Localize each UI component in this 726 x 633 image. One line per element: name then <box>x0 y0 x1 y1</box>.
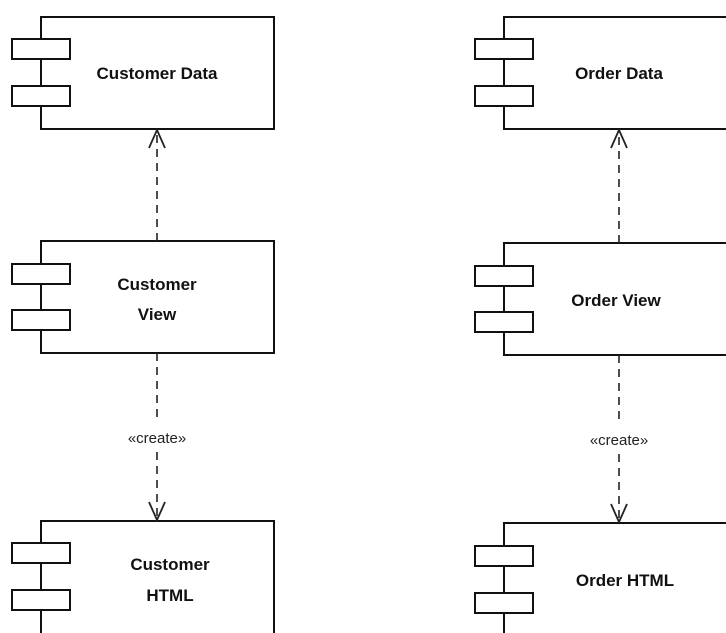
component-order-view: Order View <box>474 242 726 356</box>
open-arrowhead-icon <box>148 127 166 149</box>
component-label: Customer Data <box>97 64 218 83</box>
component-order-html: Order HTML <box>474 522 726 633</box>
component-port-bottom <box>11 589 71 611</box>
component-port-top <box>474 545 534 567</box>
component-body <box>40 240 275 354</box>
component-label-line-1: Customer <box>117 275 197 294</box>
dependency-order-view-to-data <box>610 127 628 243</box>
component-label-line-2: View <box>138 305 177 324</box>
component-customer-html: Customer HTML <box>11 520 275 633</box>
component-label-line-2: HTML <box>146 586 193 605</box>
component-body <box>40 16 275 130</box>
stereotype-label: «create» <box>590 432 648 449</box>
component-customer-view: Customer View <box>11 240 275 354</box>
component-port-bottom <box>11 85 71 107</box>
component-body <box>503 522 726 633</box>
component-label: Order View <box>571 291 661 310</box>
component-label: Order Data <box>575 64 663 83</box>
dependency-customer-view-to-data <box>148 127 166 241</box>
component-port-bottom <box>474 311 534 333</box>
component-label-line-1: Customer <box>130 555 210 574</box>
component-body <box>503 242 726 356</box>
open-arrowhead-icon <box>610 127 628 149</box>
open-arrowhead-icon <box>610 503 628 525</box>
component-customer-data: Customer Data <box>11 16 275 130</box>
component-body <box>40 520 275 633</box>
open-arrowhead-icon <box>148 501 166 523</box>
component-port-top <box>11 263 71 285</box>
component-port-bottom <box>474 592 534 614</box>
component-order-data: Order Data <box>474 16 726 130</box>
stereotype-label: «create» <box>128 430 186 447</box>
dependency-order-view-creates-html: «create» <box>590 355 648 525</box>
component-port-bottom <box>474 85 534 107</box>
component-port-bottom <box>11 309 71 331</box>
component-label: Order HTML <box>576 571 674 590</box>
component-body <box>503 16 726 130</box>
component-port-top <box>474 38 534 60</box>
component-port-top <box>474 265 534 287</box>
component-port-top <box>11 542 71 564</box>
dependency-customer-view-creates-html: «create» <box>128 353 186 523</box>
component-port-top <box>11 38 71 60</box>
